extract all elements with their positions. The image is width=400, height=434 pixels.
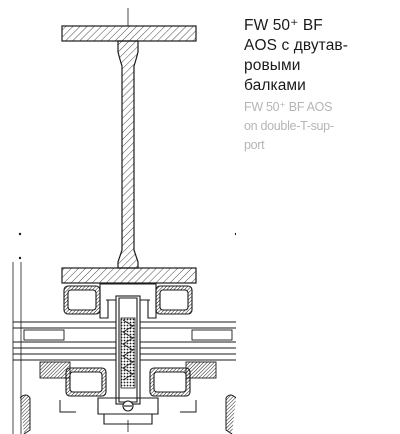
caption-title-en: FW 50⁺ BF AOS on double-T-sup- port <box>244 98 394 155</box>
caption-ru-line: ровыми <box>244 57 301 74</box>
caption-en-line: on double-T-sup- <box>244 119 334 133</box>
caption-ru-line: балками <box>244 77 306 94</box>
caption-en-line: port <box>244 138 265 152</box>
mullion-profile <box>63 283 193 425</box>
glazing-left <box>13 321 116 379</box>
caption: FW 50⁺ BF AOS с двутав- ровыми балками F… <box>244 16 394 155</box>
caption-ru-line: FW 50⁺ BF <box>244 17 323 34</box>
outer-seals <box>19 394 236 434</box>
i-beam <box>61 25 197 284</box>
caption-en-line: FW 50⁺ BF AOS <box>244 100 333 114</box>
caption-title-ru: FW 50⁺ BF AOS с двутав- ровыми балками <box>244 16 394 96</box>
glazing-right <box>140 321 236 379</box>
caption-ru-line: AOS с двутав- <box>244 37 349 54</box>
section-drawing <box>12 8 236 434</box>
